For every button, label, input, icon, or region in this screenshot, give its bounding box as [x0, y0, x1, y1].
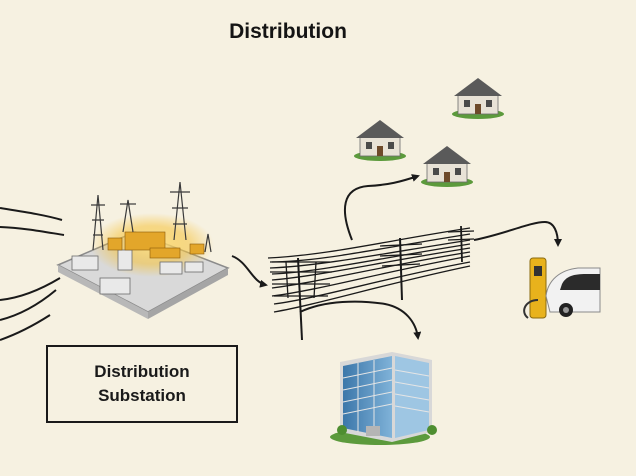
- flow-arrow-to-power-lines: [231, 255, 268, 288]
- substation-label-box: Distribution Substation: [46, 345, 238, 423]
- label-line-1: Distribution: [94, 362, 190, 381]
- house-icon: [421, 146, 473, 187]
- office-building-icon: [330, 352, 437, 445]
- ev-charger-icon: [523, 257, 547, 319]
- flow-arrow-to-office-building: [299, 300, 422, 340]
- flow-arrow-to-houses: [344, 174, 420, 241]
- incoming-lines: [0, 207, 65, 341]
- flow-arrow-to-ev-charger: [473, 220, 562, 247]
- power-line-tower-icon: [267, 225, 475, 341]
- substation-icon: [56, 181, 230, 319]
- label-line-2: Substation: [98, 386, 186, 405]
- electric-car-icon: [545, 267, 601, 317]
- house-icon: [354, 120, 406, 161]
- house-icon: [452, 78, 504, 119]
- diagram-title: Distribution: [229, 20, 347, 43]
